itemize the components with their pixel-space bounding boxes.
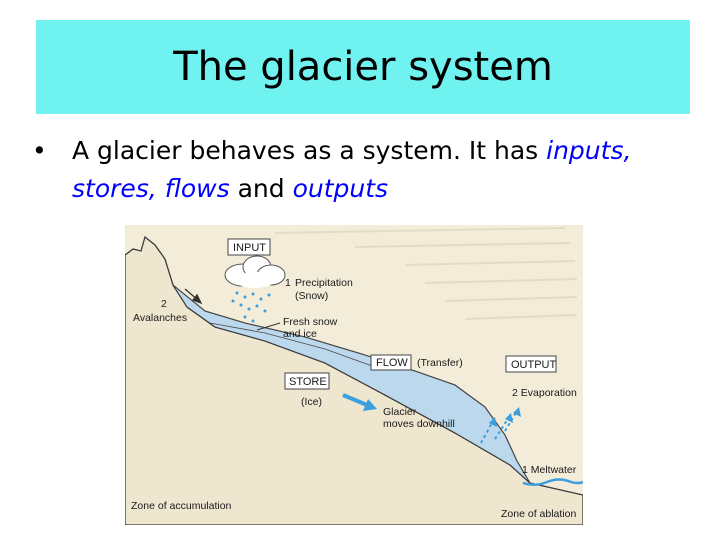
ice-label: (Ice) [301,396,322,408]
output-box: OUTPUT [505,355,557,373]
flow-label: FLOW [376,357,408,369]
snowfall-icon [231,291,271,323]
bullet-text: A glacier behaves as a system. It has in… [72,132,712,208]
avalanche-number: 2 [161,298,167,310]
cloud-icon [224,255,286,288]
meltwater-stream [522,478,583,486]
avalanche-arrow-icon [184,288,203,305]
fresh-snow-pointer [256,322,281,331]
output-label: OUTPUT [511,359,557,371]
evaporation-arrowheads [489,407,521,427]
meltwater-label: 1 Meltwater [522,464,577,476]
and-ice-label: and ice [283,328,317,340]
input-label: INPUT [233,242,266,254]
store-box: STORE [284,372,330,390]
paper-texture [274,227,578,320]
evaporation-arrows-icon [480,410,518,444]
emphasis-outputs: outputs [292,174,389,203]
bullet-text-intro: A glacier behaves as a system. It has [72,136,547,165]
precip-label: Precipitation [295,277,353,289]
slide-title: The glacier system [173,44,553,90]
zone-accumulation-label: Zone of accumulation [131,500,232,512]
transfer-label: (Transfer) [417,357,463,369]
store-label: STORE [289,376,327,388]
avalanche-label: Avalanches [133,312,187,324]
fresh-snow-layer [209,322,376,368]
emphasis-inputs-stores-flows: inputs, stores, flows [72,136,632,203]
moves-downhill-label: moves downhill [383,418,455,430]
snow-label: (Snow) [295,290,328,302]
flow-box: FLOW [370,354,412,371]
glacier-system-diagram: INPUT FLOW STORE OUTPUT 1 Precipitation … [125,225,583,525]
fresh-snow-label: Fresh snow [283,316,338,328]
evaporation-label: 2 Evaporation [512,387,577,399]
flow-arrow-icon [342,393,377,411]
title-banner: The glacier system [36,20,690,114]
bullet-text-and: and [229,174,293,203]
zone-ablation-label: Zone of ablation [501,508,576,520]
precip-number: 1 [285,277,291,289]
bullet-marker: • [32,136,47,165]
input-box: INPUT [227,238,271,256]
glacier-label: Glacier [383,406,417,418]
